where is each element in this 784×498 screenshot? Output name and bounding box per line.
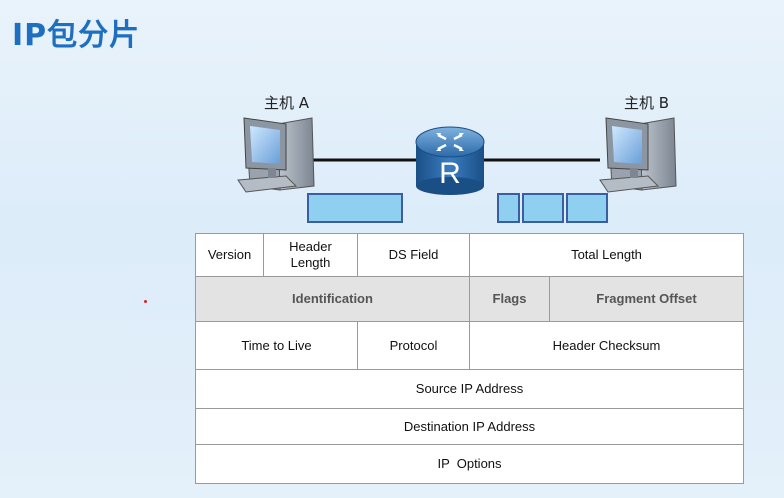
version-cell: Version (195, 233, 264, 277)
source-ip-cell: Source IP Address (195, 369, 744, 409)
ip-options-cell: IP Options (195, 444, 744, 484)
host-b-computer-icon (599, 117, 677, 193)
red-dot-marker (144, 300, 147, 303)
page-title: IP包分片 (12, 18, 141, 53)
host-a-label: 主机 A (264, 94, 310, 112)
destination-ip-cell: Destination IP Address (195, 408, 744, 445)
fragment-offset-cell: Fragment Offset (549, 276, 744, 322)
header-length-line2: Length (290, 255, 331, 270)
header-length-line1: Header (289, 239, 332, 254)
router-icon: R (415, 126, 485, 195)
packet-original (307, 193, 403, 223)
packet-fragment (566, 193, 608, 223)
ds-field-cell: DS Field (357, 233, 470, 277)
packet-fragment (522, 193, 564, 223)
host-a-computer-icon (237, 117, 315, 193)
flags-cell: Flags (469, 276, 550, 322)
network-topology: R (237, 117, 677, 223)
header-length-cell: Header Length (263, 233, 358, 277)
header-checksum-cell: Header Checksum (469, 321, 744, 370)
protocol-cell: Protocol (357, 321, 470, 370)
ip-header-table: Version Header Length DS Field Total Len… (195, 233, 744, 484)
identification-cell: Identification (195, 276, 470, 322)
total-length-cell: Total Length (469, 233, 744, 277)
host-b-label: 主机 B (624, 94, 670, 112)
ttl-cell: Time to Live (195, 321, 358, 370)
packet-fragment (497, 193, 520, 223)
router-letter: R (439, 157, 461, 190)
